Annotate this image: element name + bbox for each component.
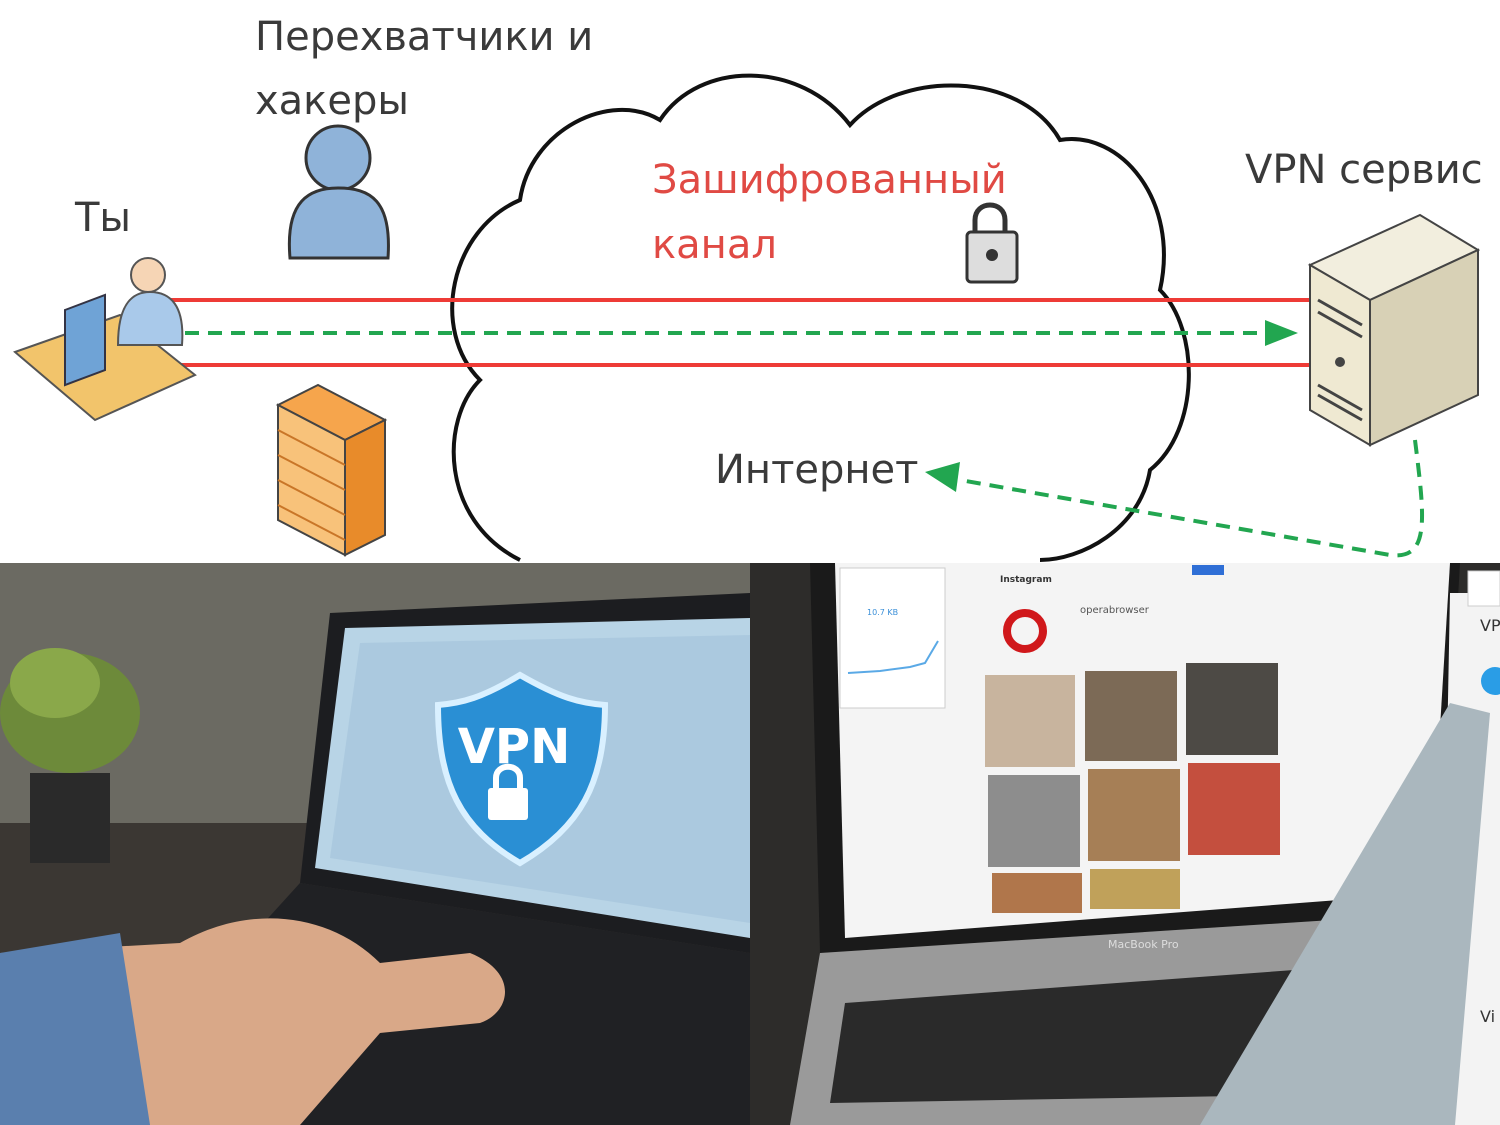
vpn-data-readout: 10.7 KB — [867, 608, 899, 617]
lock-icon — [965, 202, 1019, 284]
macbook-label: MacBook Pro — [1108, 938, 1179, 951]
vpn-service-label: VPN сервис — [1245, 147, 1483, 193]
firewall-icon — [275, 383, 388, 557]
encrypted-channel-label: Зашифрованный — [652, 157, 1007, 203]
opera-laptop-photo: 10.7 KB Instagram operabrowser MacBook P… — [750, 563, 1500, 1125]
traffic-arrowhead — [1265, 320, 1298, 346]
encrypted-channel-label-line2: канал — [652, 222, 777, 268]
vpn-server-icon — [1307, 213, 1481, 447]
mountain-photo — [1200, 703, 1490, 1125]
user-computer-icon — [13, 257, 197, 422]
plant-icon — [0, 648, 140, 863]
you-label: Ты — [75, 195, 132, 241]
diagram-graphics — [13, 73, 1481, 562]
internet-cloud — [450, 73, 1191, 562]
side-panel-text: Vi — [1480, 1007, 1496, 1026]
photo-grid — [985, 663, 1280, 913]
interceptors-label: Перехватчики и — [255, 14, 594, 60]
vpn-shield-icon — [434, 671, 609, 867]
hacker-icon — [287, 124, 390, 260]
shield-vpn-text: VPN — [458, 719, 571, 775]
laptop-photo-graphics: VPN — [0, 563, 750, 1125]
vpn-laptop-photo: VPN — [0, 563, 750, 1125]
internet-label: Интернет — [715, 447, 919, 493]
interceptors-label-line2: хакеры — [255, 78, 409, 124]
site-name: Instagram — [1000, 575, 1052, 585]
account-name: operabrowser — [1080, 605, 1149, 616]
return-arrowhead — [925, 462, 960, 492]
vpn-diagram: Перехватчики и хакеры Ты Зашифрованный к… — [13, 14, 1483, 562]
side-panel-vpn-text: VP — [1480, 616, 1500, 635]
return-dashed-line — [959, 439, 1425, 558]
macbook-photo-graphics — [790, 563, 1500, 1125]
